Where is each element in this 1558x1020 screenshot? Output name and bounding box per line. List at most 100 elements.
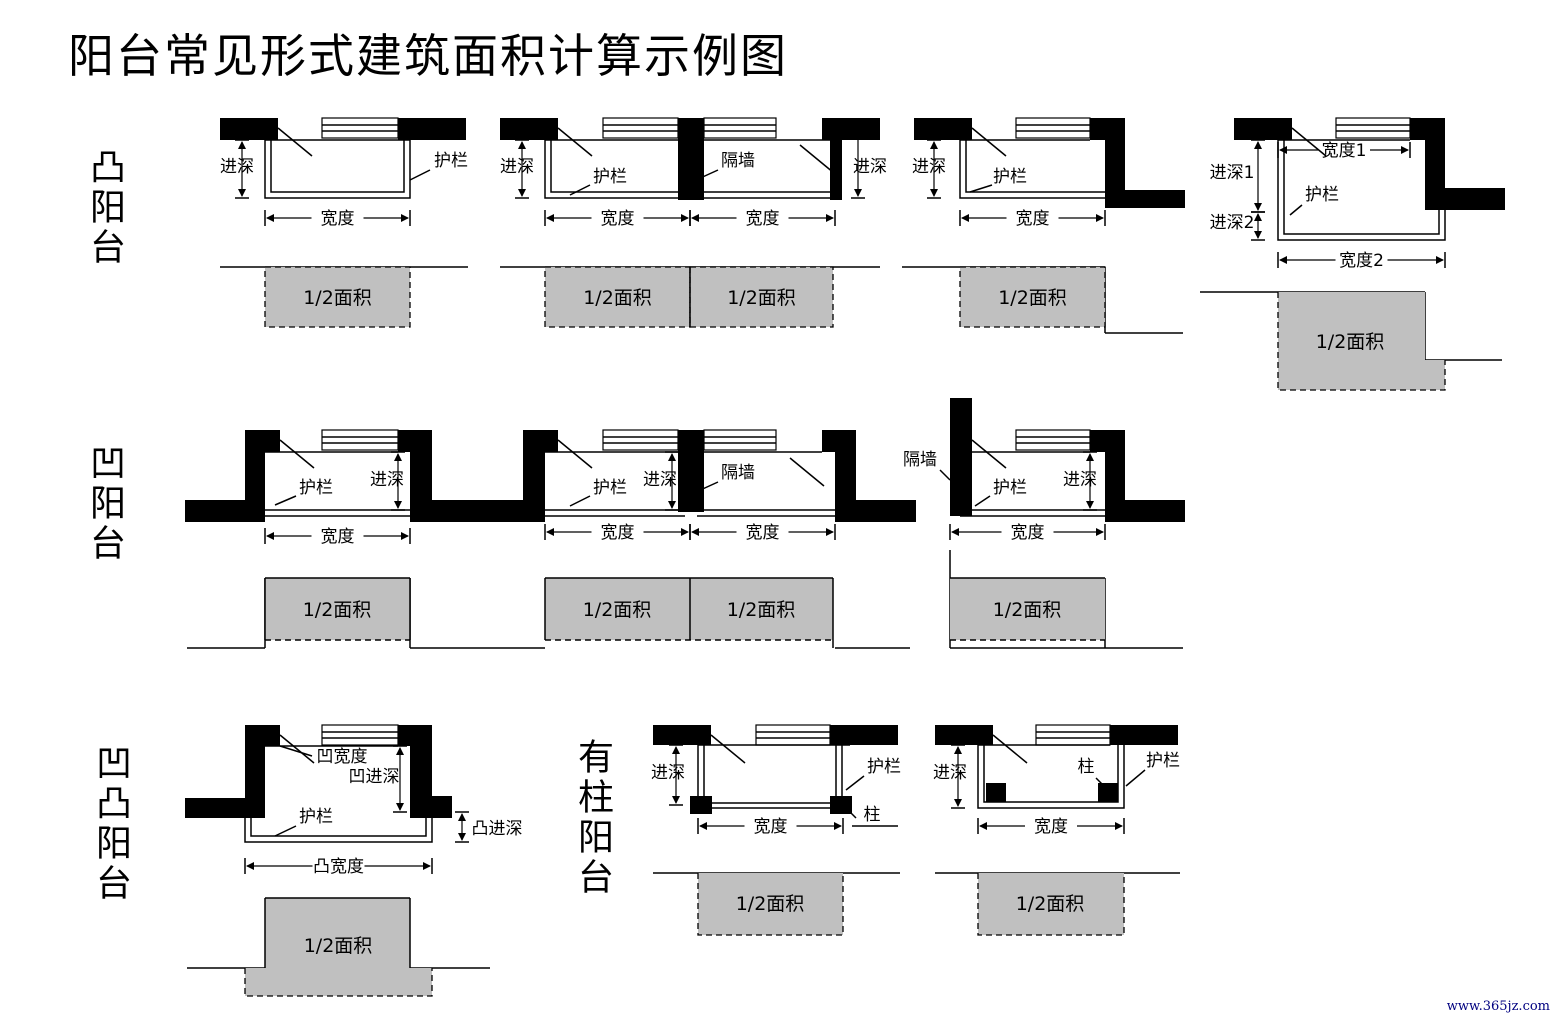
label-half_area: 1/2面积 (993, 599, 1062, 621)
half-area (545, 267, 690, 327)
label-half_area: 1/2面积 (303, 599, 372, 621)
window (602, 117, 679, 139)
line (569, 184, 591, 196)
line (969, 184, 993, 193)
label-partition: 隔墙 (721, 151, 755, 171)
label-railing: 护栏 (299, 478, 333, 498)
window (321, 429, 399, 451)
watermark: www.365jz.com (1446, 999, 1550, 1014)
label-concave_width: 凹宽度 (317, 747, 368, 767)
railing (544, 140, 685, 199)
label-width: 宽度 (1011, 523, 1045, 543)
row-label-mixed: 凹凸阳台 (90, 744, 131, 904)
wall (830, 725, 898, 745)
label-depth2: 进深2 (1210, 213, 1255, 233)
label-width: 宽度 (746, 209, 780, 229)
label-railing: 护栏 (593, 478, 627, 498)
wall (1090, 118, 1185, 208)
row-label-concave: 凹阳台 (84, 444, 125, 564)
wall (830, 796, 852, 814)
wall (1234, 118, 1292, 140)
railing (250, 818, 427, 837)
label-half_area: 1/2面积 (583, 599, 652, 621)
label-half_area: 1/2面积 (727, 287, 796, 309)
label-half_area: 1/2面积 (998, 287, 1067, 309)
line (274, 495, 297, 506)
wall (185, 430, 280, 522)
label-concave_depth: 凹进深 (349, 767, 400, 787)
half-area-border (697, 873, 844, 936)
half-area (978, 873, 1124, 935)
half-area-border (977, 873, 1125, 936)
row-label-convex: 凸阳台 (84, 148, 125, 268)
railing (270, 140, 405, 193)
label-railing: 护栏 (867, 757, 901, 777)
line (274, 825, 297, 837)
line (974, 495, 991, 507)
label-railing: 护栏 (1305, 185, 1339, 205)
wall (1090, 430, 1185, 522)
label-half_area: 1/2面积 (1016, 893, 1085, 915)
window (1015, 117, 1091, 139)
label-width: 宽度 (1034, 817, 1068, 837)
wall (500, 118, 558, 140)
wall (830, 118, 842, 200)
railing (983, 745, 1119, 803)
label-depth: 进深 (853, 157, 887, 177)
label-railing: 护栏 (434, 151, 468, 171)
label-railing: 护栏 (299, 807, 333, 827)
wall (690, 796, 712, 814)
label-column: 柱 (864, 805, 881, 825)
half-area (265, 267, 410, 327)
railing (264, 140, 411, 199)
line (557, 127, 593, 157)
half-area (950, 578, 1105, 640)
wall (1098, 783, 1118, 802)
label-width: 宽度 (746, 523, 780, 543)
page-title: 阳台常见形式建筑面积计算示例图 (68, 29, 788, 83)
label-width: 宽度 (754, 817, 788, 837)
label-width: 宽度 (321, 527, 355, 547)
label-half_area: 1/2面积 (303, 287, 372, 309)
half-area-border (1277, 292, 1446, 391)
window (1335, 117, 1411, 139)
wall (935, 725, 993, 745)
label-half_area: 1/2面积 (583, 287, 652, 309)
label-depth: 进深 (643, 470, 677, 490)
line (847, 809, 857, 819)
label-column: 柱 (1078, 757, 1095, 777)
label-depth: 进深 (651, 763, 685, 783)
label-depth: 进深 (1063, 470, 1097, 490)
line (1125, 769, 1146, 787)
railing (244, 818, 433, 843)
line (799, 144, 835, 174)
window (602, 429, 679, 451)
wall (398, 725, 452, 818)
label-width1: 宽度1 (1322, 141, 1367, 161)
row-label-column: 有柱阳台 (572, 738, 613, 898)
line (1289, 204, 1303, 216)
line (279, 439, 315, 469)
railing (965, 140, 1105, 193)
line (277, 127, 313, 157)
half-area-border (959, 266, 1106, 328)
label-width2: 宽度2 (1339, 251, 1384, 271)
line (992, 734, 1028, 764)
half-area (1278, 292, 1445, 390)
label-railing: 护栏 (593, 167, 627, 187)
wall (185, 725, 280, 818)
window (1035, 724, 1111, 746)
wall (914, 118, 972, 140)
wall (1110, 725, 1178, 745)
line (279, 734, 315, 764)
label-partition: 隔墙 (721, 463, 755, 483)
label-width: 宽度 (321, 209, 355, 229)
label-convex_width: 凸宽度 (313, 857, 364, 877)
railing (977, 745, 1125, 809)
line (789, 457, 825, 487)
wall (678, 118, 704, 200)
line (279, 745, 313, 757)
window (755, 724, 831, 746)
wall (1410, 118, 1505, 210)
window (321, 724, 399, 746)
